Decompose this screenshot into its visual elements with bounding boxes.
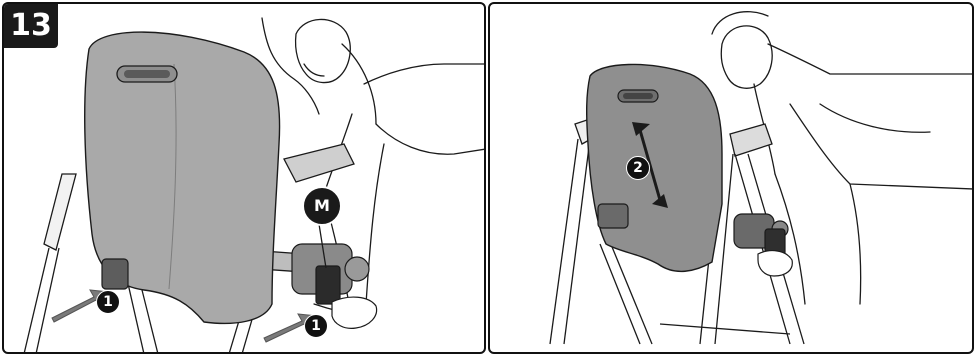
step-number-badge: 13 [4,4,58,48]
hand [332,297,377,328]
panel-adjust-height: 2 [488,2,974,354]
push-marker-right: 1 [304,314,328,338]
adjust-marker: 2 [626,156,650,180]
push-marker-left: 1 [96,290,120,314]
left-illustration [4,4,486,354]
hand [758,251,792,276]
right-illustration [490,4,974,354]
right-release-lever [316,266,340,304]
panel-release-seat: 13 M 1 1 [2,2,486,354]
magnifier-callout: M [302,186,342,226]
left-release-lever [102,259,128,289]
